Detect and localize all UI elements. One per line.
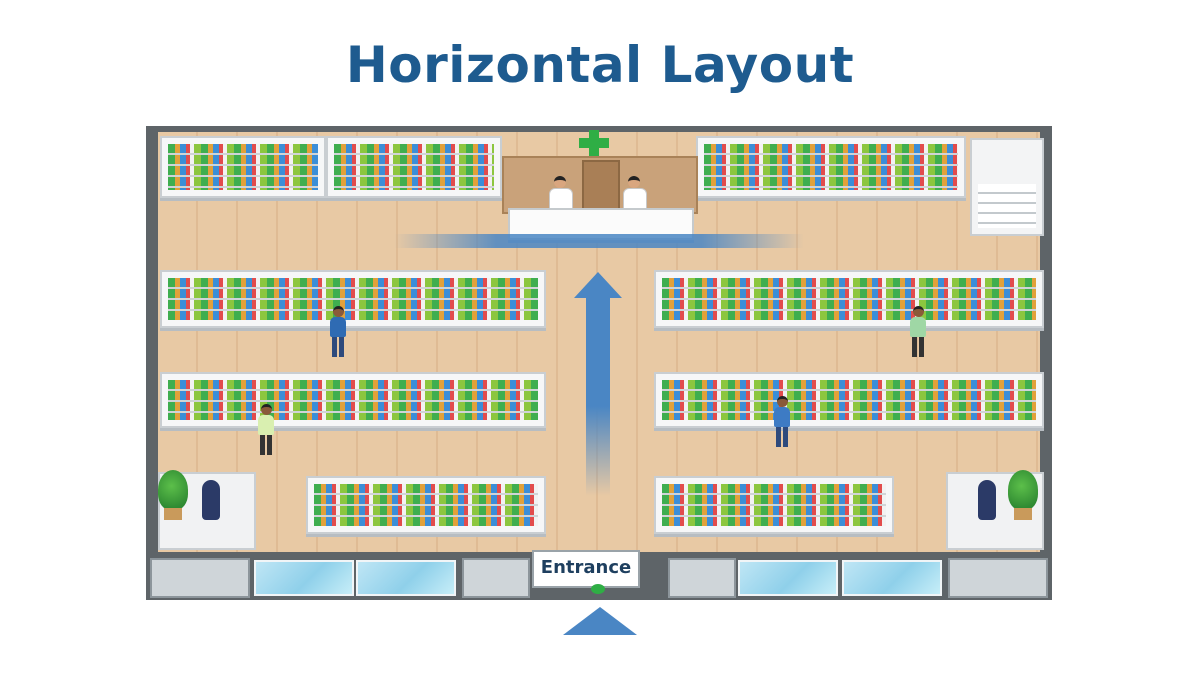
back-shelf-left-2 xyxy=(326,136,502,198)
pharmacy-backroom xyxy=(502,156,698,214)
triangle-up-icon xyxy=(563,607,637,635)
entrance-sign: Entrance xyxy=(532,550,640,588)
pot-left xyxy=(164,508,182,520)
aisle-shelf-2-right xyxy=(654,372,1044,428)
aisle-shelf-3-left xyxy=(306,476,546,534)
arrow-up-icon xyxy=(586,296,610,496)
aisle-shelf-1-left xyxy=(160,270,546,328)
corner-fixture xyxy=(970,138,1044,236)
pharmacist-right xyxy=(622,176,647,214)
aisle-shelf-2-left xyxy=(160,372,546,428)
window-right-2 xyxy=(842,560,942,596)
mannequin-left xyxy=(202,480,220,520)
shopper-3 xyxy=(256,404,276,456)
arrow-head xyxy=(574,272,622,298)
window-left-2 xyxy=(356,560,456,596)
shopper-1 xyxy=(328,306,348,358)
page-title: Horizontal Layout xyxy=(345,36,855,94)
counter-flow-bar xyxy=(394,234,804,248)
wall-panel-mid-left xyxy=(462,558,530,598)
aisle-shelf-1-right xyxy=(654,270,1044,328)
pharmacist-left xyxy=(548,176,573,214)
pharmacy-cross-icon xyxy=(579,130,609,156)
wall-panel-mid-right xyxy=(668,558,736,598)
mannequin-right xyxy=(978,480,996,520)
wall-panel-left xyxy=(150,558,250,598)
shopper-2 xyxy=(908,306,928,358)
entrance-marker xyxy=(591,584,605,594)
backroom-door xyxy=(582,160,620,214)
store-floorplan: Entrance xyxy=(146,126,1052,600)
back-shelf-right-1 xyxy=(696,136,966,198)
shopper-4 xyxy=(772,396,792,448)
wall-panel-right xyxy=(948,558,1048,598)
window-left-1 xyxy=(254,560,354,596)
back-shelf-left-1 xyxy=(160,136,326,198)
pot-right xyxy=(1014,508,1032,520)
plant-right xyxy=(1008,470,1038,510)
window-right-1 xyxy=(738,560,838,596)
aisle-shelf-3-right xyxy=(654,476,894,534)
plant-left xyxy=(158,470,188,510)
front-wall: Entrance xyxy=(146,550,1052,600)
